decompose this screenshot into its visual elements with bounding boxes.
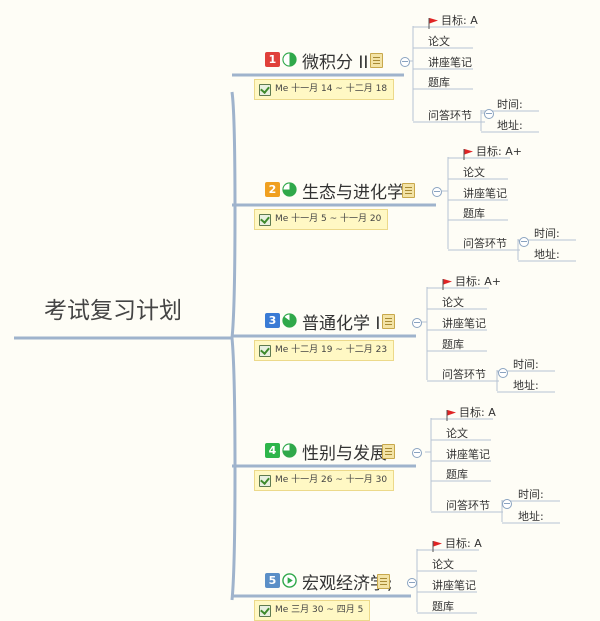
qa-item-2[interactable]: 地址: [497,119,523,132]
task-icon [259,475,271,487]
goal-label[interactable]: 目标: A [445,537,482,550]
qa-item-2[interactable]: 地址: [534,248,560,261]
topic-2[interactable]: 生态与进化学 [302,183,404,203]
collapse-toggle[interactable] [412,318,422,328]
task-info: Me 十一月 14 ~ 十二月 18 [254,79,395,100]
sub-item-4[interactable]: 问答环节 [446,499,490,512]
task-icon [259,84,271,96]
sub-item-3[interactable]: 题库 [428,76,450,89]
task-icon [259,214,271,226]
task-dates: Me 三月 30 ~ 四月 5 [275,605,364,615]
note-icon[interactable] [382,444,395,459]
play-icon [282,573,297,588]
task-dates: Me 十一月 14 ~ 十二月 18 [275,84,388,94]
sub-item-2[interactable]: 讲座笔记 [446,448,490,461]
priority-3-icon: 3 [265,313,280,328]
topic-3[interactable]: 普通化学 I [302,314,381,334]
task-info: Me 三月 30 ~ 四月 5 [254,600,371,621]
sub-item-1[interactable]: 论文 [463,166,485,179]
task-info: Me 十一月 5 ~ 十一月 20 [254,209,389,230]
flag-icon [432,537,443,552]
collapse-toggle[interactable] [400,57,410,67]
sub-item-4[interactable]: 问答环节 [442,368,486,381]
goal-label[interactable]: 目标: A+ [455,275,501,288]
flag-icon [446,406,457,421]
collapse-toggle[interactable] [484,109,494,119]
goal-label[interactable]: 目标: A [459,406,496,419]
collapse-toggle[interactable] [407,578,417,588]
topic-5[interactable]: 宏观经济学; [302,574,393,594]
topic-4[interactable]: 性别与发展 [302,444,387,464]
flag-icon [428,14,439,29]
collapse-toggle[interactable] [498,368,508,378]
collapse-toggle[interactable] [432,187,442,197]
spine-upper [230,91,237,339]
flag-icon [463,145,474,160]
note-icon[interactable] [382,314,395,329]
collapse-toggle[interactable] [519,237,529,247]
task-dates: Me 十二月 19 ~ 十二月 23 [275,345,388,355]
qa-item-1[interactable]: 时间: [518,488,544,501]
sub-item-2[interactable]: 讲座笔记 [442,317,486,330]
note-icon[interactable] [402,183,415,198]
sub-item-3[interactable]: 题库 [446,468,468,481]
task-dates: Me 十一月 5 ~ 十一月 20 [275,214,382,224]
central-topic[interactable]: 考试复习计划 [44,298,182,324]
priority-1-icon: 1 [265,52,280,67]
task-icon [259,345,271,357]
qa-item-1[interactable]: 时间: [497,98,523,111]
note-icon[interactable] [377,574,390,589]
priority-2-icon: 2 [265,182,280,197]
sub-item-2[interactable]: 讲座笔记 [463,187,507,200]
sub-item-3[interactable]: 题库 [463,207,485,220]
sub-item-2[interactable]: 讲座笔记 [432,579,476,592]
sub-item-4[interactable]: 问答环节 [428,109,472,122]
sub-item-1[interactable]: 论文 [442,296,464,309]
sub-item-3[interactable]: 题库 [442,338,464,351]
priority-5-icon: 5 [265,573,280,588]
three-quarter-progress [282,182,297,197]
sub-item-3[interactable]: 题库 [432,600,454,613]
sub-item-2[interactable]: 讲座笔记 [428,56,472,69]
task-info: Me 十一月 26 ~ 十一月 30 [254,470,395,491]
task-dates: Me 十一月 26 ~ 十一月 30 [275,475,388,485]
goal-label[interactable]: 目标: A [441,14,478,27]
priority-4-icon: 4 [265,443,280,458]
note-icon[interactable] [370,53,383,68]
goal-label[interactable]: 目标: A+ [476,145,522,158]
spine-lower [230,337,237,601]
mostly-done-progress [282,313,297,328]
collapse-toggle[interactable] [502,499,512,509]
flag-icon [442,275,453,290]
sub-item-1[interactable]: 论文 [428,35,450,48]
half-progress [282,52,297,67]
qa-item-1[interactable]: 时间: [513,358,539,371]
collapse-toggle[interactable] [412,448,422,458]
sub-item-1[interactable]: 论文 [446,427,468,440]
topic-1[interactable]: 微积分 II [302,53,369,73]
sub-item-4[interactable]: 问答环节 [463,237,507,250]
task-info: Me 十二月 19 ~ 十二月 23 [254,340,395,361]
task-icon [259,605,271,617]
qa-item-2[interactable]: 地址: [513,379,539,392]
qa-item-2[interactable]: 地址: [518,510,544,523]
sub-item-1[interactable]: 论文 [432,558,454,571]
qa-item-1[interactable]: 时间: [534,227,560,240]
three-quarter-progress [282,443,297,458]
